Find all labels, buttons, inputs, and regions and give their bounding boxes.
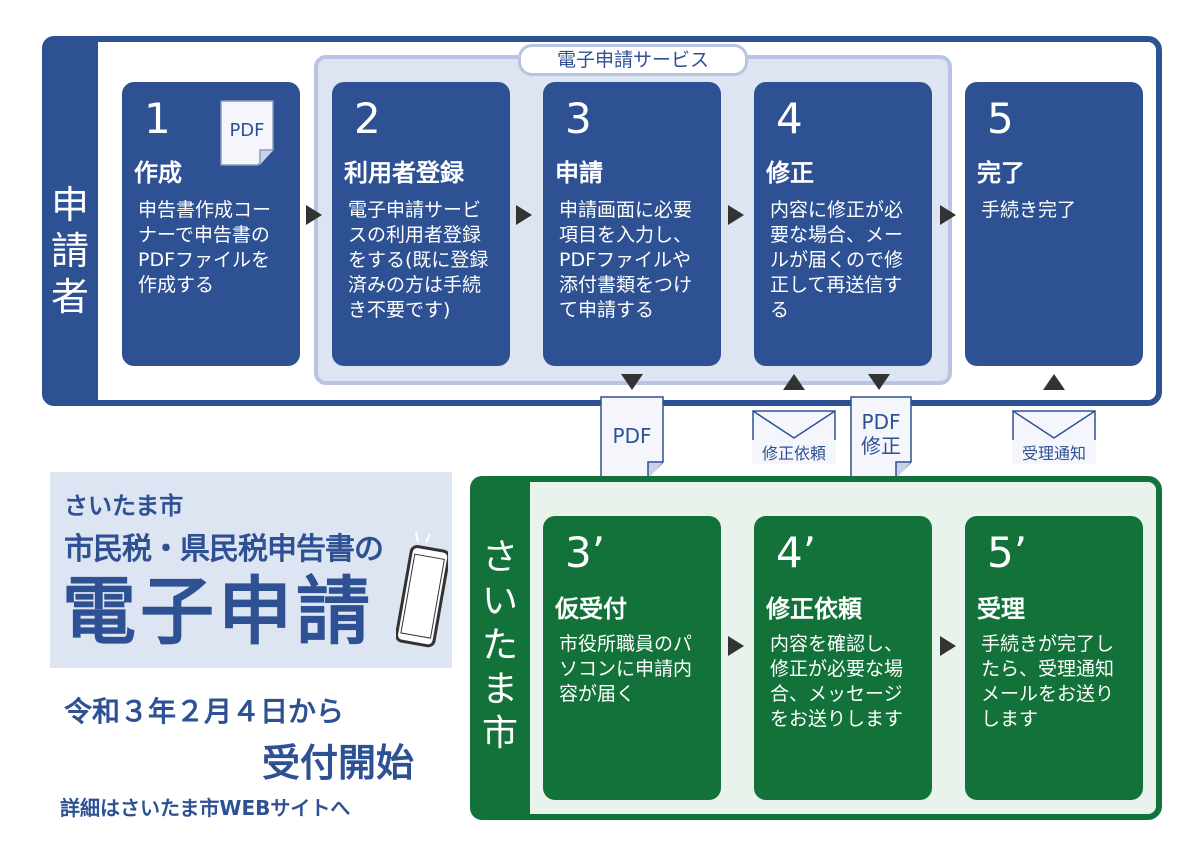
step-body: 内容に修正が必要な場合、メールが届くので修正して再送信する xyxy=(770,199,904,321)
step-number: 5 xyxy=(987,94,1014,143)
step-title: 修正依頼 xyxy=(766,595,862,623)
promo-headline: 電子申請 xyxy=(62,569,374,655)
correction-request-label: 修正依頼 xyxy=(752,440,836,464)
step-card-4: 4 修正 内容に修正が必要な場合、メールが届くので修正して再送信する xyxy=(754,82,932,366)
side-char: さ xyxy=(481,537,518,578)
receipt-notice-label: 受理通知 xyxy=(1012,440,1096,464)
step-title: 作成 xyxy=(134,159,182,187)
pdf-document-label: PDF xyxy=(612,424,652,448)
arrow-up-icon xyxy=(783,374,805,390)
pdf-icon-label: PDF xyxy=(229,120,265,141)
step-number: 4’ xyxy=(776,528,817,577)
pdf-correction-line1: PDF xyxy=(861,410,901,434)
pdf-document-icon: PDF xyxy=(600,396,664,480)
smartphone-icon xyxy=(395,530,451,658)
arrow-right-icon xyxy=(728,205,744,225)
step-title: 申請 xyxy=(555,159,603,187)
step-card-3: 3 申請 申請画面に必要項目を入力し、PDFファイルや添付書類をつけて申請する xyxy=(543,82,721,366)
city-step-card-3: 3’ 仮受付 市役所職員のパソコンに申請内容が届く xyxy=(543,516,721,800)
arrow-right-icon xyxy=(728,636,744,656)
step-body: 申請画面に必要項目を入力し、PDFファイルや添付書類をつけて申請する xyxy=(559,199,693,321)
arrow-right-icon xyxy=(940,636,956,656)
step-title: 受理 xyxy=(977,595,1025,623)
e-application-service-label: 電子申請サービス xyxy=(518,44,748,76)
side-char: 請 xyxy=(50,229,89,273)
city-side-label: さ い た ま 市 xyxy=(470,536,530,756)
step-body: 電子申請サービスの利用者登録をする(既に登録済みの方は手続き不要です) xyxy=(348,199,489,321)
step-number: 3’ xyxy=(565,528,606,577)
side-char: 申 xyxy=(50,183,89,227)
step-body: 手続きが完了したら、受理通知メールをお送りします xyxy=(981,633,1115,730)
arrow-down-icon xyxy=(621,374,643,390)
step-card-1: 1 作成 申告書作成コーナーで申告書のPDFファイルを作成する PDF xyxy=(122,82,300,366)
side-char: 市 xyxy=(481,713,518,754)
step-title: 修正 xyxy=(766,159,814,187)
promo-start-text: 受付開始 xyxy=(262,741,415,785)
arrow-up-icon xyxy=(1043,374,1065,390)
side-char: た xyxy=(481,625,518,666)
arrow-right-icon xyxy=(306,205,322,225)
step-number: 3 xyxy=(565,94,592,143)
pdf-correction-document-icon: PDF 修正 xyxy=(850,396,912,480)
pdf-file-icon: PDF xyxy=(220,100,274,166)
arrow-down-icon xyxy=(868,374,890,390)
side-char: い xyxy=(481,581,518,622)
applicant-side-label: 申 請 者 xyxy=(42,182,98,320)
step-body: 申告書作成コーナーで申告書のPDFファイルを作成する xyxy=(138,199,272,296)
step-number: 4 xyxy=(776,94,803,143)
step-title: 仮受付 xyxy=(555,595,627,623)
promo-banner xyxy=(50,472,452,668)
city-step-card-5: 5’ 受理 手続きが完了したら、受理通知メールをお送りします xyxy=(965,516,1143,800)
correction-request-envelope-icon: 修正依頼 xyxy=(752,410,836,464)
step-body: 内容を確認し、修正が必要な場合、メッセージをお送りします xyxy=(770,633,904,730)
pdf-correction-line2: 修正 xyxy=(861,434,901,458)
city-side-bar: さ い た ま 市 xyxy=(470,476,530,820)
step-title: 利用者登録 xyxy=(344,159,464,187)
step-card-5: 5 完了 手続き完了 xyxy=(965,82,1143,366)
side-char: ま xyxy=(481,669,518,710)
step-number: 2 xyxy=(354,94,381,143)
step-title: 完了 xyxy=(977,159,1025,187)
step-body: 手続き完了 xyxy=(981,199,1077,221)
arrow-right-icon xyxy=(940,205,956,225)
applicant-side-bar: 申 請 者 xyxy=(42,36,98,406)
pdf-correction-label: PDF 修正 xyxy=(850,410,912,458)
city-step-card-4: 4’ 修正依頼 内容を確認し、修正が必要な場合、メッセージをお送りします xyxy=(754,516,932,800)
side-char: 者 xyxy=(50,275,89,319)
promo-subtitle: 市民税・県民税申告書の xyxy=(64,532,384,567)
step-number: 5’ xyxy=(987,528,1028,577)
promo-website-note: 詳細はさいたま市WEBサイトへ xyxy=(60,796,351,820)
receipt-notice-envelope-icon: 受理通知 xyxy=(1012,410,1096,464)
arrow-right-icon xyxy=(516,205,532,225)
step-card-2: 2 利用者登録 電子申請サービスの利用者登録をする(既に登録済みの方は手続き不要… xyxy=(332,82,510,366)
promo-city: さいたま市 xyxy=(64,492,184,520)
promo-start-date: 令和３年２月４日から xyxy=(64,695,345,728)
step-body: 市役所職員のパソコンに申請内容が届く xyxy=(559,633,693,705)
step-number: 1 xyxy=(144,94,171,143)
